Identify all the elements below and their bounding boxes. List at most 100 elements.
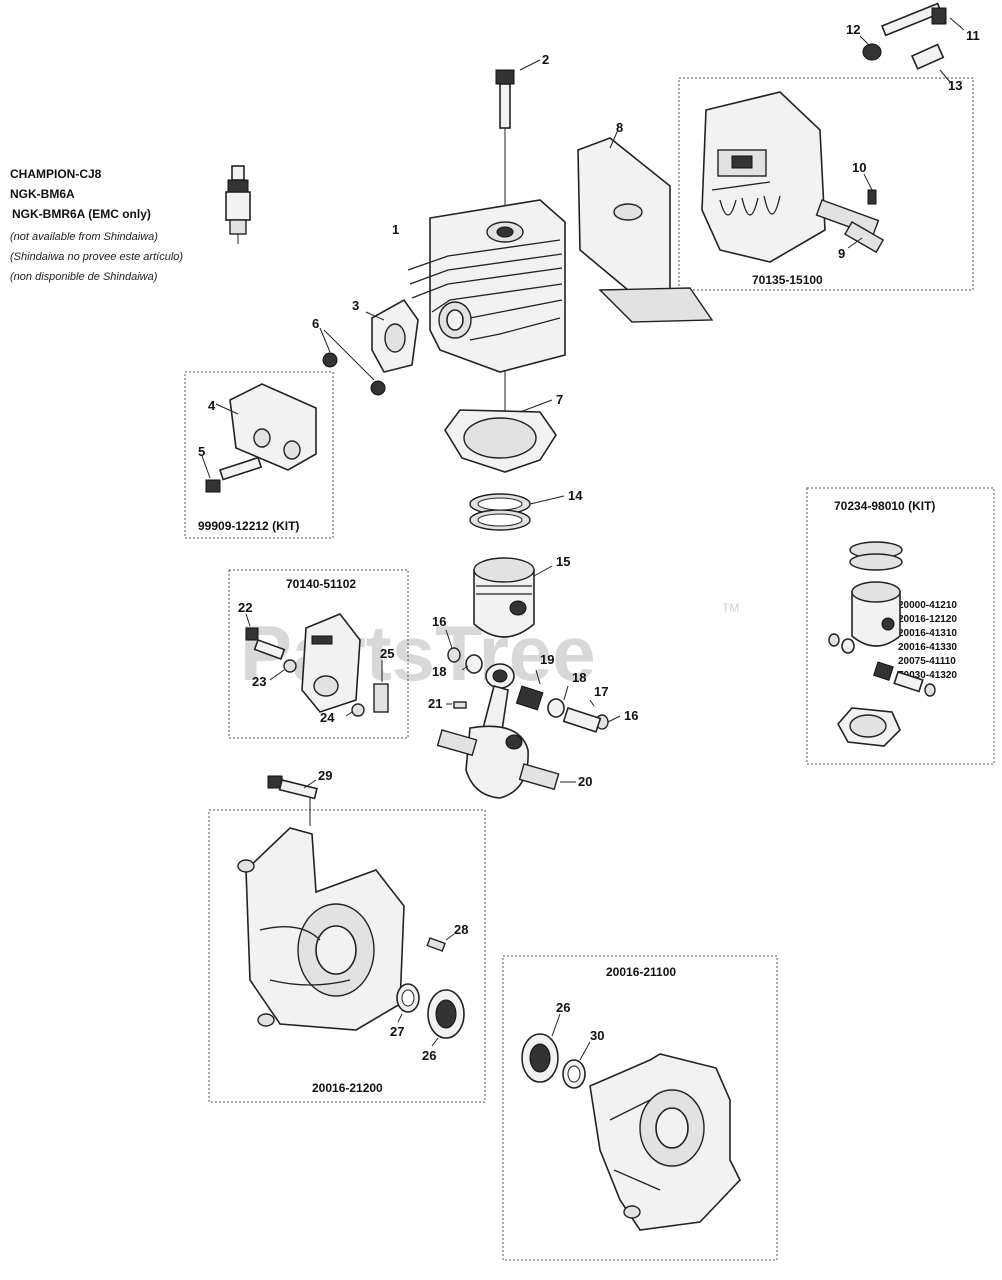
intake-kit-box — [184, 371, 334, 539]
crankcase-bolt-part[interactable] — [267, 775, 318, 800]
callout-21: 21 — [428, 696, 442, 711]
carb-cover-kit-box — [228, 569, 409, 739]
callout-11: 11 — [966, 28, 980, 43]
spark-plug-icon — [225, 165, 251, 244]
callout-6: 6 — [312, 316, 319, 331]
callout-26: 26 — [556, 1000, 570, 1015]
callout-16: 16 — [432, 614, 446, 629]
callout-30: 30 — [590, 1028, 604, 1043]
carb-cover-kit-label: 70140-51102 — [286, 577, 356, 591]
muffler-kit-box — [678, 77, 974, 291]
kit-part-number: 20000-41210 — [898, 600, 957, 611]
spark-plug-note-2: (Shindaiwa no provee este artículo) — [10, 251, 183, 263]
callout-12: 12 — [846, 22, 860, 37]
callout-14: 14 — [568, 488, 583, 503]
crankshaft-part[interactable] — [436, 663, 576, 799]
callout-18: 18 — [572, 670, 586, 685]
callout-15: 15 — [556, 554, 570, 569]
callout-29: 29 — [318, 768, 332, 783]
spark-plug-note-1: (not available from Shindaiwa) — [10, 231, 158, 243]
carburetor-insulator-part[interactable] — [301, 613, 361, 713]
piston-kit-box — [806, 487, 995, 765]
muffler-nut-part[interactable] — [859, 35, 882, 61]
callout-23: 23 — [252, 674, 266, 689]
key-part[interactable] — [446, 701, 467, 709]
spark-plug-note-3: (non disponible de Shindaiwa) — [10, 271, 158, 283]
spark-plug-info: CHAMPION-CJ8 NGK-BM6A NGK-BMR6A (EMC onl… — [10, 167, 183, 283]
kit-part-number: 20016-41330 — [898, 642, 957, 653]
cylinder-gasket-part[interactable] — [444, 399, 557, 473]
crankcase-right-part[interactable] — [589, 1053, 741, 1231]
callout-13: 13 — [948, 78, 962, 93]
crankcase-left-box — [208, 809, 486, 1103]
callout-10: 10 — [852, 160, 866, 175]
kit-part-number: 20075-41110 — [898, 656, 956, 667]
crankcase-right-box — [502, 955, 778, 1261]
bearing-right-part[interactable] — [521, 1013, 561, 1083]
callout-24: 24 — [320, 710, 335, 725]
spark-plug-line-1: CHAMPION-CJ8 — [10, 167, 102, 181]
piston-rings-part[interactable] — [469, 493, 565, 531]
piston-kit-illustration[interactable] — [828, 541, 936, 747]
callout-1: 1 — [392, 222, 399, 237]
callout-8: 8 — [616, 120, 623, 135]
carb-spring-part[interactable] — [373, 660, 389, 713]
intake-manifold-part[interactable] — [215, 383, 317, 471]
crankcase-right-label: 20016-21100 — [606, 965, 676, 979]
callout-18: 18 — [432, 664, 446, 679]
carb-washer-part[interactable] — [269, 659, 297, 681]
muffler-gasket-part[interactable] — [577, 129, 714, 323]
callout-22: 22 — [238, 600, 252, 615]
muffler-bracket-part[interactable] — [844, 221, 885, 254]
intake-bolt-part[interactable] — [201, 455, 263, 493]
muffler-kit-label: 70135-15100 — [752, 273, 823, 287]
crankcase-left-part[interactable] — [237, 796, 405, 1031]
insulator-gasket-part[interactable] — [365, 298, 419, 373]
crankcase-left-label: 20016-21200 — [312, 1081, 383, 1095]
carb-screw-part[interactable] — [245, 613, 286, 660]
callout-28: 28 — [454, 922, 468, 937]
callout-9: 9 — [838, 246, 845, 261]
callout-7: 7 — [556, 392, 563, 407]
callout-16: 16 — [624, 708, 638, 723]
watermark: PartsTree TM — [240, 601, 739, 697]
piston-kit-part-list: 20000-41210 20016-12120 20016-41310 2001… — [898, 600, 957, 681]
piston-kit-label: 70234-98010 (KIT) — [834, 499, 935, 513]
watermark-tm: TM — [722, 601, 739, 615]
carb-plate-part[interactable] — [345, 703, 365, 717]
callout-17: 17 — [594, 684, 608, 699]
callout-19: 19 — [540, 652, 554, 667]
callout-27: 27 — [390, 1024, 404, 1039]
cylinder-part[interactable] — [407, 118, 566, 440]
intake-kit-label: 99909-12212 (KIT) — [198, 519, 299, 533]
piston-pin-part[interactable] — [562, 699, 602, 733]
spark-plug-line-3: NGK-BMR6A (EMC only) — [12, 207, 151, 221]
muffler-spacer-part[interactable] — [910, 43, 951, 83]
muffler-part[interactable] — [701, 91, 880, 263]
callout-2: 2 — [542, 52, 549, 67]
ball-bearing-part[interactable] — [427, 989, 465, 1047]
watermark-text: PartsTree — [240, 609, 596, 697]
callout-20: 20 — [578, 774, 592, 789]
kit-part-number: 20016-12120 — [898, 614, 957, 625]
callout-4: 4 — [208, 398, 216, 413]
piston-part[interactable] — [473, 557, 553, 638]
oil-seal-part[interactable] — [396, 983, 420, 1023]
thrust-washer-part[interactable] — [461, 654, 569, 718]
callout-5: 5 — [198, 444, 205, 459]
muffler-bolt-part[interactable] — [880, 2, 965, 37]
spark-plug-line-2: NGK-BM6A — [10, 187, 75, 201]
dowel-pin-part[interactable] — [426, 933, 455, 952]
oil-seal-right-part[interactable] — [562, 1041, 591, 1089]
callouts: 1 2 3 4 5 6 7 8 9 10 11 12 13 14 15 16 1… — [198, 22, 980, 1063]
kit-part-number: 20016-41310 — [898, 628, 957, 639]
intake-nut-part[interactable] — [319, 327, 386, 396]
needle-bearing-part[interactable] — [515, 669, 544, 711]
callout-25: 25 — [380, 646, 394, 661]
kit-part-number: 70030-41320 — [898, 670, 957, 681]
callout-26: 26 — [422, 1048, 436, 1063]
callout-3: 3 — [352, 298, 359, 313]
cylinder-bolt-part[interactable] — [495, 59, 541, 129]
muffler-screw-part[interactable] — [863, 173, 877, 205]
